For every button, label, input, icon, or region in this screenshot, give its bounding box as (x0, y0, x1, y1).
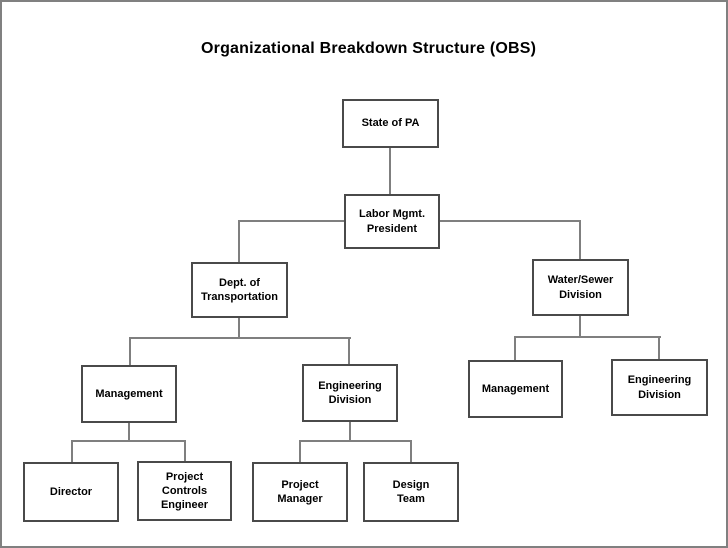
connector-ws-to-engineering (658, 336, 660, 359)
org-node-state-of-pa-label: State of PA (361, 117, 420, 130)
connector-dot-to-management (129, 337, 131, 365)
connector-engineering-to-design-team (410, 440, 412, 462)
connector-president-to-ws-vertical (579, 220, 581, 259)
connector-engineering-children-horizontal (299, 440, 411, 442)
connector-ws-stem (579, 316, 581, 336)
org-node-design-team-label: Design Team (392, 478, 430, 505)
org-node-project-controls-engineer-label: Project Controls Engineer (160, 470, 209, 512)
chart-title: Organizational Breakdown Structure (OBS) (201, 40, 537, 57)
org-node-labor-mgmt-president-label: Labor Mgmt. President (359, 208, 425, 235)
connector-engineering-to-pm (299, 440, 301, 462)
org-node-management-ws-label: Management (481, 382, 550, 395)
connector-president-right-horizontal (440, 220, 581, 222)
connector-ws-to-management (514, 336, 516, 360)
connector-president-to-dot-vertical (238, 220, 240, 262)
org-node-engineering-division-dot: Engineering Division (302, 364, 398, 422)
org-node-management-dot-label: Management (95, 387, 163, 400)
org-node-design-team: Design Team (363, 462, 459, 522)
org-node-project-manager: Project Manager (252, 462, 348, 522)
org-node-dept-of-transportation-label: Dept. of Transportation (200, 276, 278, 303)
connector-management-to-pce (184, 440, 186, 461)
connector-management-children-horizontal (71, 440, 186, 442)
connector-management-to-director (71, 440, 73, 462)
org-node-engineering-division-dot-label: Engineering Division (318, 379, 382, 406)
connector-ws-children-horizontal (514, 336, 661, 338)
connector-dot-stem (238, 318, 240, 337)
org-node-engineering-division-ws-label: Engineering Division (627, 374, 692, 401)
connector-dot-children-horizontal (129, 337, 351, 339)
connector-engineering-stem (349, 422, 351, 440)
org-node-management-ws: Management (468, 360, 563, 418)
connector-dot-to-engineering (348, 337, 350, 364)
connector-state-to-president (389, 148, 391, 194)
org-node-director: Director (23, 462, 119, 522)
org-node-water-sewer-division: Water/Sewer Division (532, 259, 629, 316)
connector-president-left-horizontal (238, 220, 344, 222)
org-node-labor-mgmt-president: Labor Mgmt. President (344, 194, 440, 249)
org-node-engineering-division-ws: Engineering Division (611, 359, 708, 416)
org-node-water-sewer-division-label: Water/Sewer Division (547, 274, 614, 301)
org-node-director-label: Director (49, 485, 93, 498)
org-node-management-dot: Management (81, 365, 177, 423)
org-node-project-manager-label: Project Manager (277, 478, 323, 505)
connector-management-stem (128, 423, 130, 440)
org-node-project-controls-engineer: Project Controls Engineer (137, 461, 232, 521)
org-node-dept-of-transportation: Dept. of Transportation (191, 262, 288, 318)
org-node-state-of-pa: State of PA (342, 99, 439, 148)
